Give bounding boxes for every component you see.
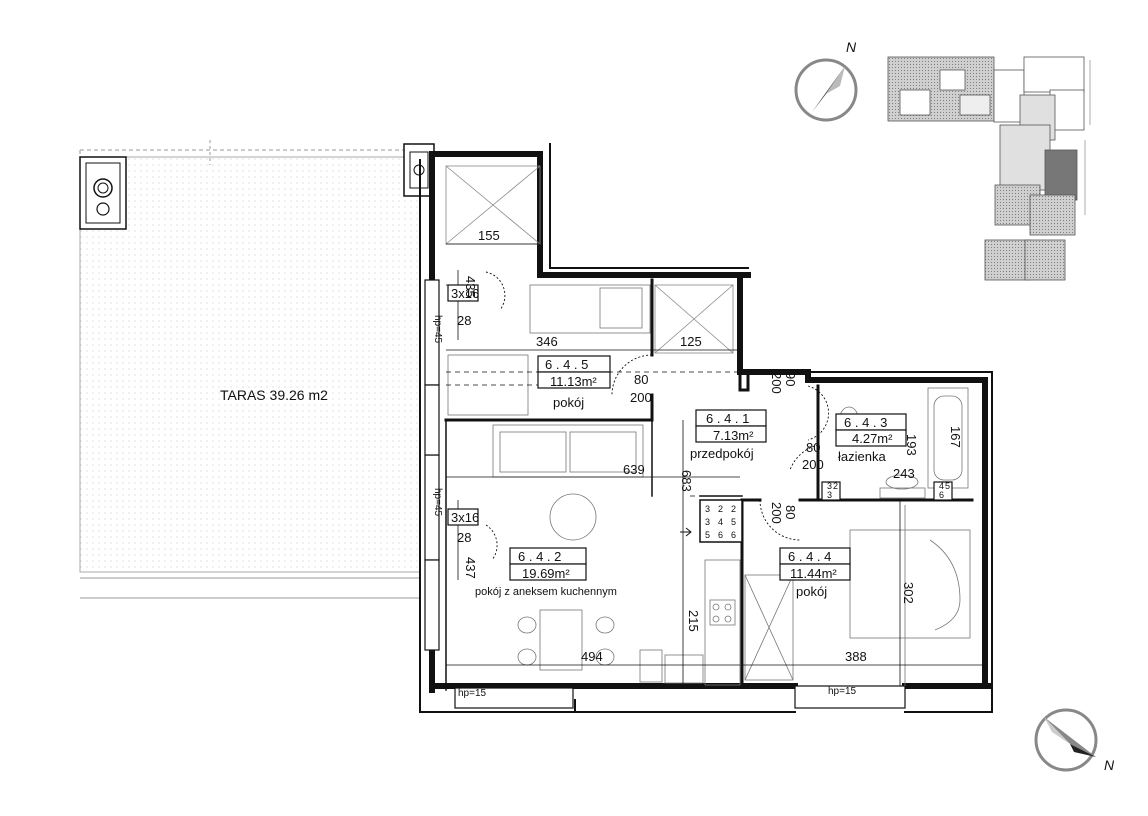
room-area: 7.13m² bbox=[713, 428, 754, 443]
duct-cell: 4 bbox=[939, 481, 944, 491]
duct-cell: 2 bbox=[718, 504, 723, 514]
dimension-labels: 155 346 125 639 494 388 243 683 215 302 … bbox=[463, 228, 963, 664]
dim-label: 125 bbox=[680, 334, 702, 349]
compass-north-label: N bbox=[1104, 757, 1115, 773]
dim-label: 437 bbox=[463, 557, 478, 579]
dim-label: 346 bbox=[536, 334, 558, 349]
door-labels: 80 200 90 200 80 200 80 200 bbox=[630, 372, 824, 524]
door-height: 200 bbox=[630, 390, 652, 405]
duct-cell: 3 bbox=[705, 517, 710, 527]
window-hp: hp=45 bbox=[432, 315, 443, 344]
dimension-lines bbox=[446, 243, 985, 686]
dim-label: 215 bbox=[686, 610, 701, 632]
room-id: 6 . 4 . 3 bbox=[844, 415, 887, 430]
compass-icon: N bbox=[794, 39, 858, 122]
room-name: pokój z aneksem kuchennym bbox=[475, 586, 617, 598]
dim-label: 388 bbox=[845, 649, 867, 664]
terrace bbox=[79, 140, 421, 599]
dim-label: 494 bbox=[581, 649, 603, 664]
furniture bbox=[447, 284, 971, 686]
room-area: 11.44m² bbox=[790, 566, 837, 581]
duct-cell: 4 bbox=[718, 517, 723, 527]
room-id: 6 . 4 . 5 bbox=[545, 357, 588, 372]
dim-label: 639 bbox=[623, 462, 645, 477]
door-height: 200 bbox=[769, 502, 784, 524]
door-width: 80 bbox=[806, 440, 820, 455]
duct-cell: 6 bbox=[718, 530, 723, 540]
window-size: 3x16 bbox=[451, 510, 479, 525]
compass-rotated-icon: N bbox=[1034, 708, 1115, 773]
duct-cell: 2 bbox=[833, 481, 838, 491]
window-hp: hp=15 bbox=[458, 688, 487, 699]
duct-cell: 3 bbox=[705, 504, 710, 514]
room-area: 19.69m² bbox=[522, 566, 570, 581]
duct-cell: 3 bbox=[827, 481, 832, 491]
dim-label: 167 bbox=[948, 426, 963, 448]
dim-label: 435 bbox=[463, 276, 478, 298]
door-width: 80 bbox=[634, 372, 648, 387]
window-sill: 28 bbox=[457, 530, 471, 545]
room-name: pokój bbox=[796, 584, 827, 599]
key-plan bbox=[887, 56, 1091, 281]
duct-cell: 3 bbox=[827, 490, 832, 500]
duct-kitchen-labels: 3 2 2 3 4 5 5 6 6 bbox=[705, 504, 736, 540]
window-sill: 28 bbox=[457, 313, 471, 328]
door-height: 200 bbox=[769, 372, 784, 394]
room-area: 4.27m² bbox=[852, 431, 893, 446]
duct-cell: 5 bbox=[945, 481, 950, 491]
compass-north-label: N bbox=[846, 39, 857, 55]
room-id: 6 . 4 . 4 bbox=[788, 549, 831, 564]
room-name: pokój bbox=[553, 395, 584, 410]
duct-cell: 5 bbox=[705, 530, 710, 540]
window-hp: hp=45 bbox=[432, 488, 443, 517]
room-id: 6 . 4 . 1 bbox=[706, 411, 749, 426]
room-name: łazienka bbox=[838, 449, 886, 464]
room-area: 11.13m² bbox=[550, 374, 597, 389]
window-size: 3x16 bbox=[451, 286, 479, 301]
duct-cell: 2 bbox=[731, 504, 736, 514]
duct-cell: 6 bbox=[731, 530, 736, 540]
window-labels: 3x16 28 3x16 28 hp=45 hp=45 hp=15 hp=15 bbox=[432, 286, 857, 699]
room-name: przedpokój bbox=[690, 446, 754, 461]
dim-label: 302 bbox=[901, 582, 916, 604]
niche-hatch bbox=[445, 165, 734, 354]
duct-bath-labels: 3 2 3 4 5 6 bbox=[827, 481, 950, 500]
duct-cell: 5 bbox=[731, 517, 736, 527]
doors bbox=[485, 271, 829, 561]
door-width: 90 bbox=[783, 372, 798, 386]
window-hp: hp=15 bbox=[828, 686, 857, 697]
room-id: 6 . 4 . 2 bbox=[518, 549, 561, 564]
room-label-boxes bbox=[447, 284, 907, 581]
dim-label: 193 bbox=[904, 434, 919, 456]
chimney-vent-icon bbox=[79, 156, 127, 230]
walls bbox=[419, 143, 993, 713]
dim-label: 155 bbox=[478, 228, 500, 243]
entrance-arrow-icon bbox=[680, 527, 692, 537]
duct-cell: 6 bbox=[939, 490, 944, 500]
terrace-label: TARAS 39.26 m2 bbox=[220, 387, 328, 403]
dim-label: 683 bbox=[679, 470, 694, 492]
dim-label: 243 bbox=[893, 466, 915, 481]
door-height: 200 bbox=[802, 457, 824, 472]
vent-ducts bbox=[699, 481, 953, 543]
door-width: 80 bbox=[783, 505, 798, 519]
